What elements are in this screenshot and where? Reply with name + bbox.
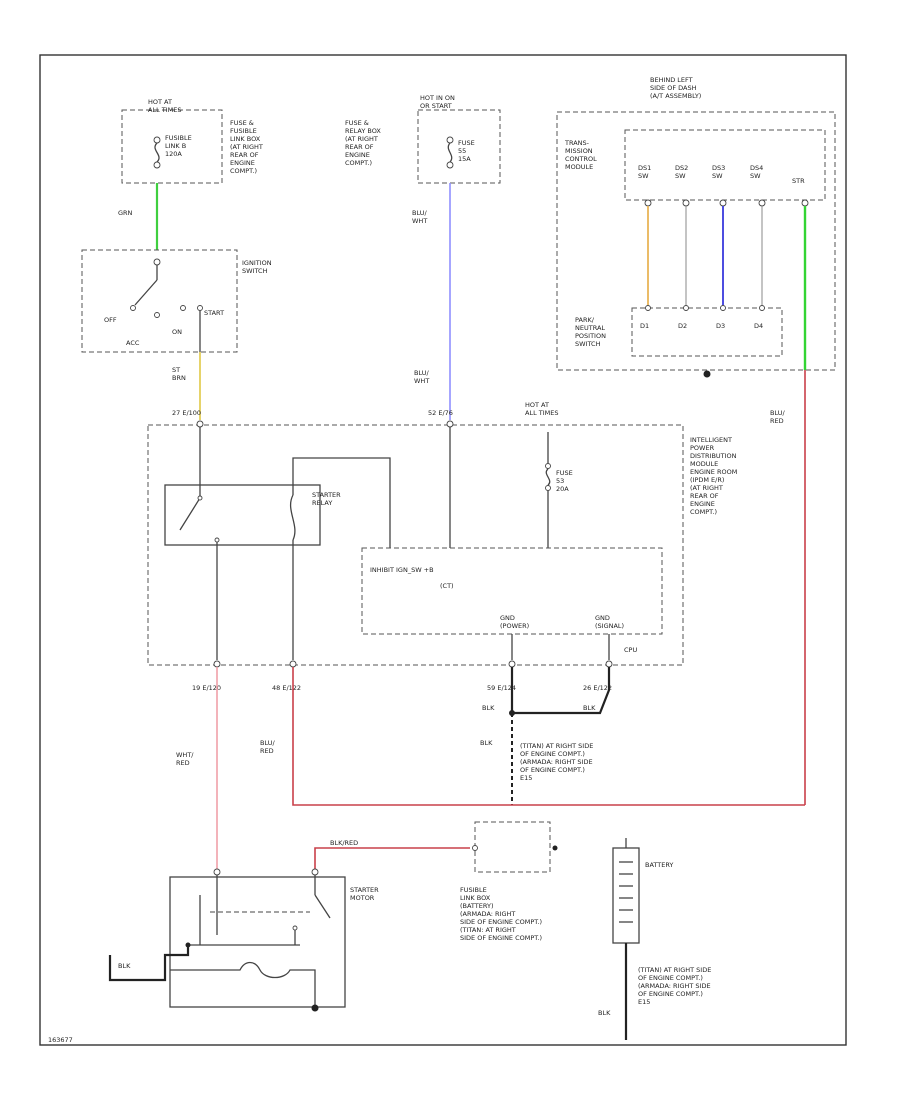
ipdm-box [147, 424, 684, 666]
wire-blk1-label: BLK [482, 704, 495, 712]
wire-blk2-label: BLK [583, 704, 596, 712]
wire-wht-red-label: WHT/RED [176, 751, 194, 767]
term-59 [508, 660, 516, 668]
wire-blu-red-left-label: BLU/RED [260, 739, 276, 755]
starter-relay [164, 427, 391, 660]
term-19 [213, 660, 221, 668]
term-st-label: 27 E/100 [172, 409, 201, 417]
pnp-pin-d2: D2 [678, 322, 687, 330]
term-52-connector [446, 420, 454, 428]
term-26 [605, 660, 613, 668]
term-52-label: 52 E/76 [428, 409, 453, 417]
cpu-signals-label: INHIBIT IGN_SW +B [370, 566, 434, 574]
pnp-pin-d3: D3 [716, 322, 725, 330]
wire-blk4-label: BLK [118, 962, 131, 970]
wire-blk3-label: BLK [480, 739, 493, 747]
wire-blu-red-left [292, 667, 805, 806]
pnp-pin-d1: D1 [640, 322, 649, 330]
ign-acc-label: ACC [126, 339, 140, 347]
pnp-pin-d4: D4 [754, 322, 763, 330]
fusible-link-box [472, 821, 558, 873]
cpu-label: CPU [624, 646, 637, 654]
gnd-signal-label: GND(SIGNAL) [595, 614, 624, 630]
ign-start-label: START [204, 309, 224, 317]
term-48-label: 48 E/122 [272, 684, 301, 692]
pnp-switch-box [631, 307, 783, 357]
wire-grn-label: GRN [118, 209, 133, 217]
wire-blu-wht-top-label: BLU/WHT [412, 209, 428, 225]
pnp-ground-dot [703, 370, 711, 378]
diagram-frame [39, 54, 847, 1046]
wire-blu-wht-bot-label: BLU/WHT [414, 369, 430, 385]
wire-blu-red-right-label: BLU/RED [770, 409, 786, 425]
tcm-pin-str: STR [792, 177, 805, 185]
term-19-label: 19 E/120 [192, 684, 221, 692]
gnd-power-label: GND(POWER) [500, 614, 529, 630]
ign-on-label: ON [172, 328, 182, 336]
diagram-id: 163677 [48, 1036, 73, 1044]
starter-motor [108, 847, 470, 1012]
at-assembly [556, 111, 836, 371]
wire-blk-red-label: BLK/RED [330, 839, 358, 847]
ignition-switch: OFF ACC ON START [81, 249, 238, 353]
term-59-label: 59 E/124 [487, 684, 516, 692]
term-26-label: 26 E/122 [583, 684, 612, 692]
term-st-connector [196, 420, 204, 428]
pnp-pins: D1 D2 D3 D4 [640, 305, 765, 330]
wire-blk5-label: BLK [598, 1009, 611, 1017]
battery [612, 838, 640, 1040]
ground-wire-blk [510, 667, 611, 715]
cpu-sub-label: (CT) [440, 582, 454, 590]
battery-label: BATTERY [645, 861, 673, 869]
ign-off-label: OFF [104, 316, 117, 324]
tcm-box [624, 129, 826, 201]
term-48 [289, 660, 297, 668]
